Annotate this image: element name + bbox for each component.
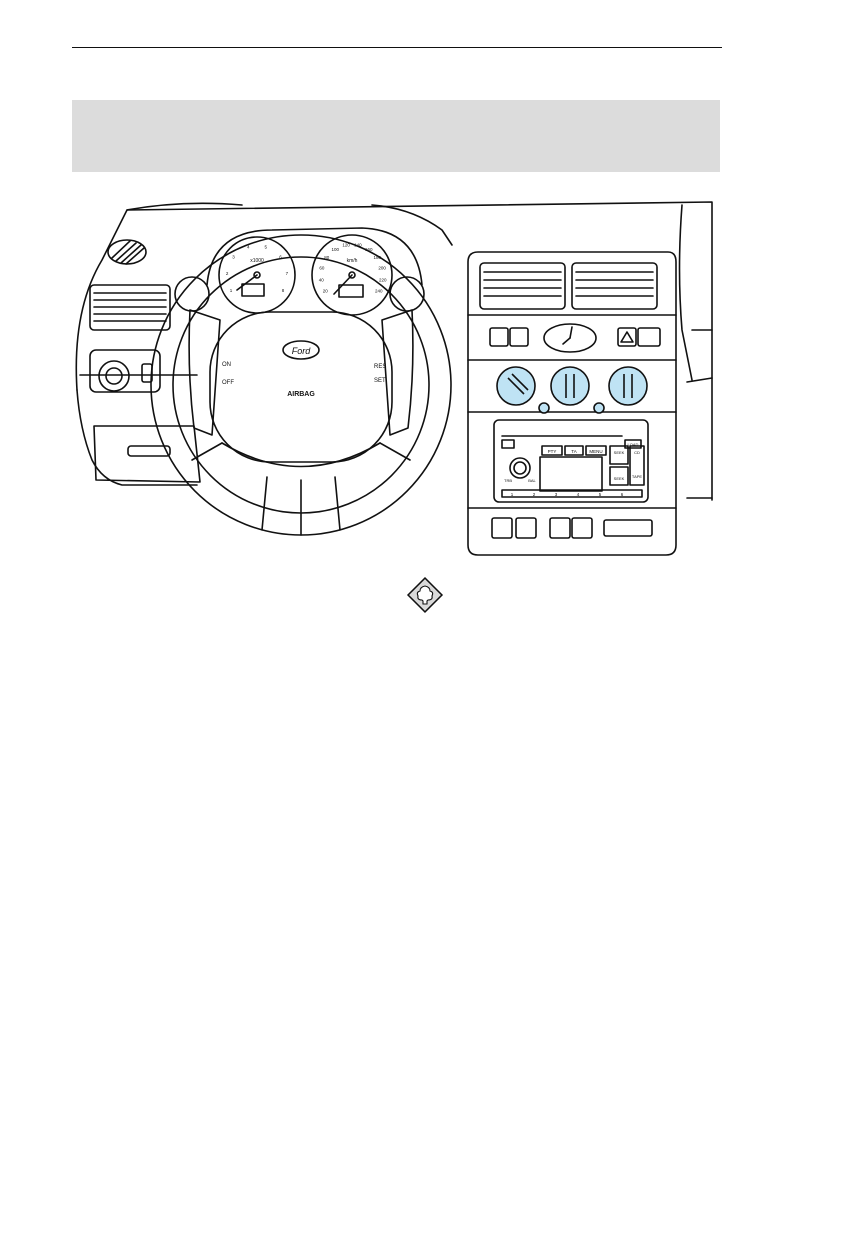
- audio-trb-label: TRB: [504, 478, 512, 483]
- heater-controls: [496, 366, 648, 414]
- audio-unit: [493, 419, 649, 503]
- audio-load-label: LOAD: [628, 442, 639, 447]
- speedo-scale-label-11: 240: [375, 289, 383, 294]
- analogue-clock: [543, 323, 597, 353]
- audio-preset-label-2: 3: [555, 492, 558, 497]
- speedo-scale-label-0: 20: [323, 289, 329, 294]
- tacho-scale-label-2: 3: [232, 254, 235, 259]
- dash-lower-edge: [76, 389, 198, 486]
- header-band: [72, 100, 720, 172]
- rear-defrost-button: [489, 327, 509, 347]
- tacho-scale-label-1: 2: [226, 271, 229, 276]
- top-rule: [72, 47, 722, 48]
- speedo-scale-label-3: 80: [324, 255, 330, 260]
- speedo-scale-label-1: 40: [319, 277, 325, 282]
- left-air-vent: [89, 284, 171, 331]
- dashboard-svg: Ford AIRBAG ON OFF RES SET x1000 km/h LO…: [75, 201, 713, 556]
- glove-box: [93, 425, 201, 483]
- audio-tape-label: TAPE: [632, 474, 642, 479]
- ford-badge: Ford: [292, 346, 312, 356]
- tachometer-unit: x1000: [250, 258, 264, 264]
- speedometer-unit: km/h: [347, 258, 358, 264]
- speedo-scale-label-4: 100: [331, 247, 339, 252]
- cruise-res-label: RES: [374, 364, 386, 370]
- audio-bal-label: BAL: [528, 478, 536, 483]
- air-distribution-knob: [608, 366, 648, 406]
- fan-speed-knob: [550, 366, 590, 406]
- cruise-set-label: SET: [374, 378, 386, 384]
- cruise-on-label: ON: [222, 362, 231, 368]
- dash-outline: [75, 201, 713, 501]
- audio-preset-label-1: 2: [533, 492, 536, 497]
- audio-preset-label-5: 6: [621, 492, 624, 497]
- audio-preset-label-4: 5: [599, 492, 602, 497]
- instrument-cluster: [174, 227, 425, 316]
- speedo-scale-label-2: 60: [319, 266, 325, 271]
- dashboard-illustration: Ford AIRBAG ON OFF RES SET x1000 km/h LO…: [72, 190, 722, 570]
- center-stack: [467, 251, 677, 556]
- audio-ta-label: TA: [571, 449, 576, 454]
- lower-switch-row: [491, 517, 653, 539]
- audio-seek-down-label: SEEK: [614, 476, 625, 481]
- steering-wheel: [150, 234, 452, 536]
- left-speaker-grille: [107, 239, 147, 265]
- tacho-scale-label-6: 7: [286, 271, 289, 276]
- tacho-scale-label-7: 8: [282, 288, 285, 293]
- speedo-scale-label-6: 140: [354, 243, 362, 248]
- tacho-scale-label-4: 5: [265, 244, 268, 249]
- tacho-scale-label-3: 4: [247, 244, 250, 249]
- audio-preset-label-3: 4: [577, 492, 580, 497]
- speedo-scale-label-10: 220: [379, 277, 387, 282]
- eco-tree-icon: [406, 576, 444, 614]
- speedo-scale-label-7: 160: [365, 247, 373, 252]
- hazard-button: [617, 327, 637, 347]
- center-air-vents: [479, 262, 658, 310]
- tacho-scale-label-5: 6: [279, 254, 282, 259]
- speedo-scale-label-9: 200: [378, 266, 386, 271]
- audio-seek-up-label: SEEK: [614, 450, 625, 455]
- audio-pty-label: PTY: [548, 449, 557, 454]
- airbag-label: AIRBAG: [287, 391, 315, 398]
- audio-menu-label: MENU: [589, 449, 602, 454]
- speedo-scale-label-5: 120: [342, 243, 350, 248]
- audio-cd-label: CD: [634, 450, 640, 455]
- cruise-off-label: OFF: [222, 380, 234, 386]
- audio-preset-label-0: 1: [511, 492, 514, 497]
- tacho-scale-label-0: 1: [230, 288, 233, 293]
- front-defrost-button: [509, 327, 529, 347]
- speedo-scale-label-8: 180: [374, 255, 382, 260]
- headlamp-switch-panel: [89, 349, 161, 393]
